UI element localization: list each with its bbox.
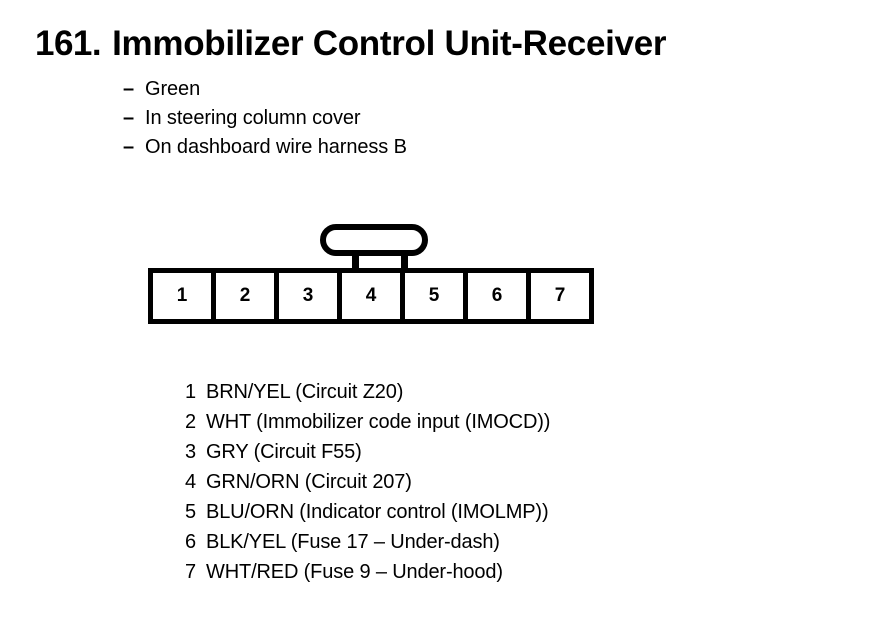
page-title-text: Immobilizer Control Unit-Receiver [112, 24, 667, 63]
connector-diagram: 1 2 3 4 5 6 7 [148, 224, 594, 324]
legend-pin-number: 7 [184, 561, 196, 583]
legend-pin-number: 1 [184, 381, 196, 403]
legend-row: 3 GRY (Circuit F55) [160, 441, 550, 471]
page-title-number: 161. [35, 24, 102, 63]
legend-pin-number: 3 [184, 441, 196, 463]
attribute-item-color: – Green [123, 78, 407, 107]
connector-pin-2: 2 [216, 273, 279, 319]
legend-row: 5 BLU/ORN (Indicator control (IMOLMP)) [160, 501, 550, 531]
connector-pin-7: 7 [531, 273, 589, 319]
connector-latch-neck-right [401, 250, 408, 272]
attribute-list: – Green – In steering column cover – On … [123, 78, 407, 165]
legend-pin-number: 4 [184, 471, 196, 493]
dash-icon: – [123, 107, 135, 129]
attribute-item-location: – In steering column cover [123, 107, 407, 136]
legend-pin-description: BLK/YEL (Fuse 17 – Under-dash) [206, 531, 500, 553]
connector-body: 1 2 3 4 5 6 7 [148, 268, 594, 324]
legend-row: 4 GRN/ORN (Circuit 207) [160, 471, 550, 501]
attribute-item-harness: – On dashboard wire harness B [123, 136, 407, 165]
attribute-item-label: In steering column cover [145, 107, 361, 129]
legend-row: 6 BLK/YEL (Fuse 17 – Under-dash) [160, 531, 550, 561]
legend-pin-description: GRN/ORN (Circuit 207) [206, 471, 412, 493]
legend-pin-description: GRY (Circuit F55) [206, 441, 362, 463]
attribute-item-label: On dashboard wire harness B [145, 136, 407, 158]
legend-pin-description: WHT (Immobilizer code input (IMOCD)) [206, 411, 551, 433]
legend-pin-description: BRN/YEL (Circuit Z20) [206, 381, 404, 403]
connector-pin-3: 3 [279, 273, 342, 319]
connector-pin-6: 6 [468, 273, 531, 319]
legend-pin-number: 6 [184, 531, 196, 553]
legend-row: 2 WHT (Immobilizer code input (IMOCD)) [160, 411, 550, 441]
page-title: 161. Immobilizer Control Unit-Receiver [35, 24, 667, 64]
legend-pin-number: 5 [184, 501, 196, 523]
connector-latch-icon [320, 224, 428, 256]
connector-pin-1: 1 [153, 273, 216, 319]
dash-icon: – [123, 136, 135, 158]
legend-row: 1 BRN/YEL (Circuit Z20) [160, 381, 550, 411]
connector-pin-5: 5 [405, 273, 468, 319]
legend-row: 7 WHT/RED (Fuse 9 – Under-hood) [160, 561, 550, 591]
connector-pin-4: 4 [342, 273, 405, 319]
legend-pin-description: WHT/RED (Fuse 9 – Under-hood) [206, 561, 503, 583]
attribute-item-label: Green [145, 78, 201, 100]
legend-pin-number: 2 [184, 411, 196, 433]
dash-icon: – [123, 78, 135, 100]
connector-latch-neck-left [352, 250, 359, 272]
legend-pin-description: BLU/ORN (Indicator control (IMOLMP)) [206, 501, 549, 523]
pin-legend-list: 1 BRN/YEL (Circuit Z20) 2 WHT (Immobiliz… [160, 381, 550, 591]
